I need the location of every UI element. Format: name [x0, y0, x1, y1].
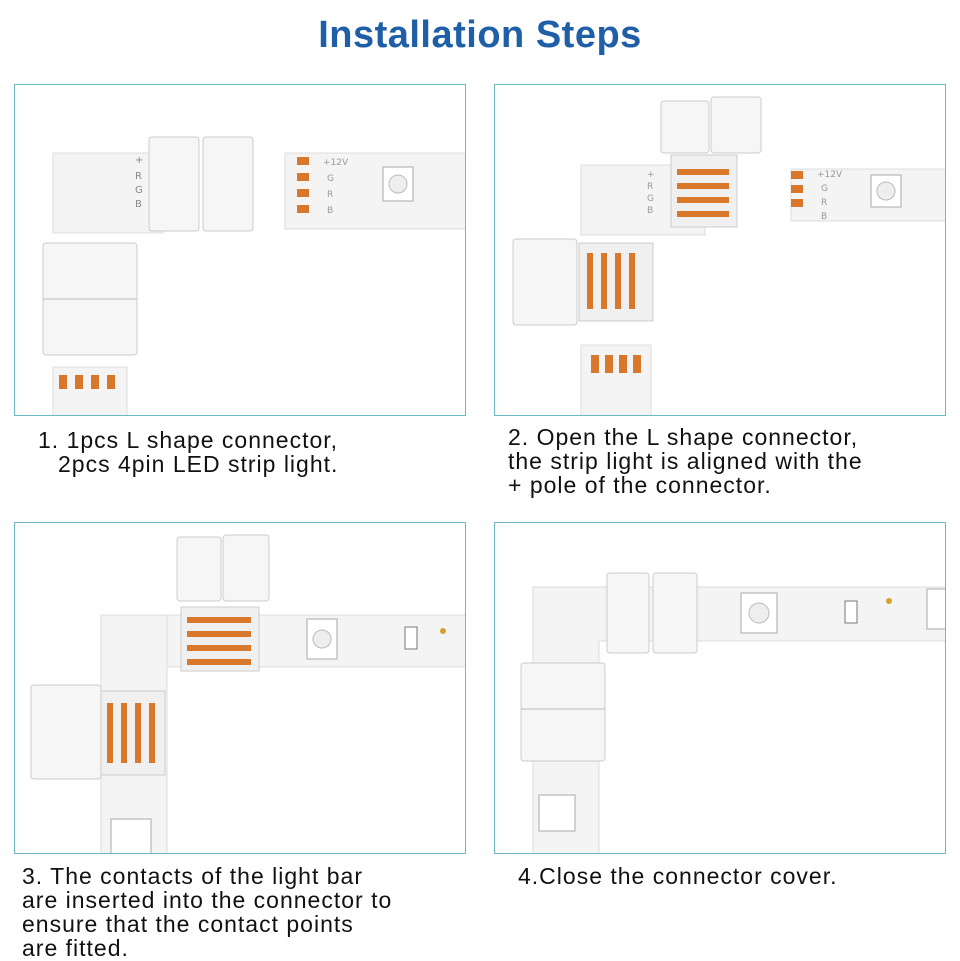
v12-label: +12V: [323, 158, 349, 168]
svg-text:G: G: [647, 194, 654, 204]
step-4-illustration: [520, 572, 945, 853]
step-3-illustration: [30, 534, 465, 853]
svg-text:+: +: [647, 170, 655, 180]
g-label: G: [135, 185, 143, 196]
svg-text:G: G: [327, 174, 334, 184]
step-4-panel: [494, 522, 946, 854]
svg-text:B: B: [327, 206, 333, 216]
page-title: Installation Steps: [318, 14, 642, 56]
b-label: B: [135, 199, 142, 210]
svg-text:R: R: [821, 198, 827, 208]
r-label: R: [135, 171, 142, 182]
step-4-caption: 4.Close the connector cover.: [518, 864, 838, 888]
step-1-illustration: + R G B +12V G R B: [42, 136, 465, 415]
caption-line: are inserted into the connector to: [22, 887, 393, 913]
step-3-caption: 3. The contacts of the light bar are ins…: [22, 864, 392, 960]
svg-text:G: G: [821, 184, 828, 194]
step-2-panel: + R G B +12V G R B: [494, 84, 946, 416]
step-2-illustration: + R G B +12V G R B: [512, 96, 945, 415]
step-2-caption: 2. Open the L shape connector, the strip…: [508, 425, 863, 497]
caption-line: the strip light is aligned with the: [508, 448, 863, 474]
caption-line: 2. Open the L shape connector,: [508, 424, 859, 450]
caption-line: + pole of the connector.: [508, 472, 772, 498]
step-3-panel: [14, 522, 466, 854]
caption-line: ensure that the contact points: [22, 911, 354, 937]
caption-line: 4.Close the connector cover.: [518, 863, 838, 889]
svg-text:+12V: +12V: [817, 170, 843, 180]
caption-line: are fitted.: [22, 935, 129, 961]
svg-text:R: R: [327, 190, 333, 200]
caption-line: 3. The contacts of the light bar: [22, 863, 363, 889]
caption-line: 2pcs 4pin LED strip light.: [58, 451, 339, 477]
svg-text:R: R: [647, 182, 653, 192]
caption-line: 1. 1pcs L shape connector,: [38, 427, 339, 453]
svg-text:B: B: [647, 206, 653, 216]
svg-text:B: B: [821, 212, 827, 222]
step-1-panel: + R G B +12V G R B: [14, 84, 466, 416]
step-1-caption: 1. 1pcs L shape connector, 2pcs 4pin LED…: [38, 428, 338, 476]
plus-label: +: [135, 155, 143, 166]
